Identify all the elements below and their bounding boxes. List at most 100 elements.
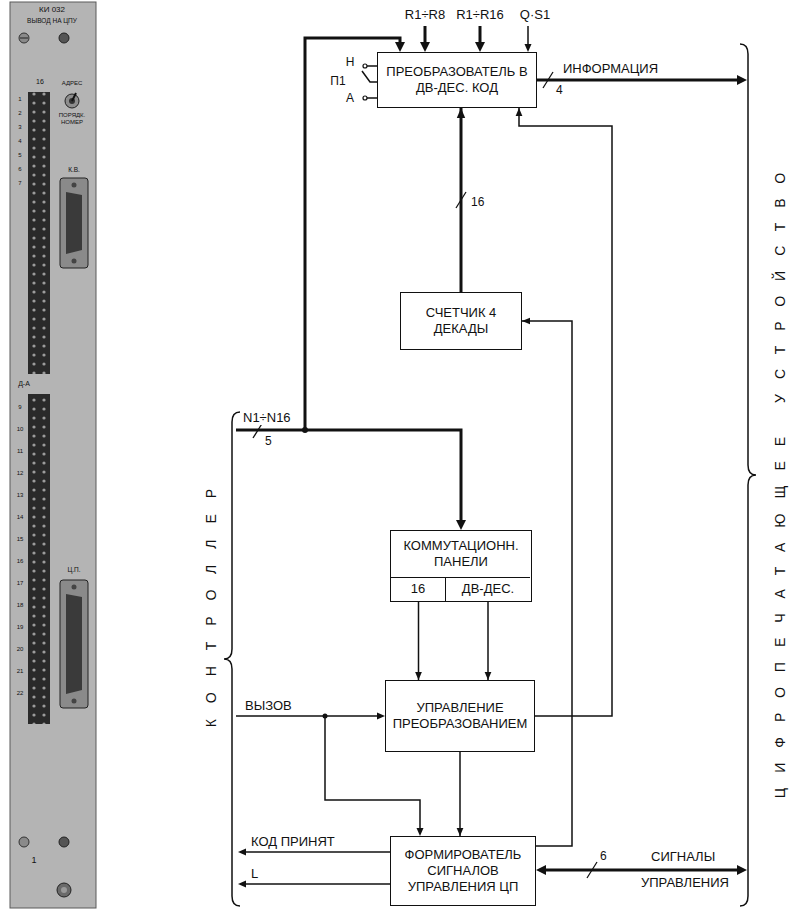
arrowhead <box>536 865 546 875</box>
box-text: КОММУТАЦИОНН. ПАНЕЛИ <box>396 538 526 571</box>
switch-contact <box>363 64 367 68</box>
pin-connector <box>28 92 50 374</box>
bracket-label: КОНТРОЛЛЕР <box>204 472 219 728</box>
d-sub-screw <box>72 699 77 704</box>
data-bus <box>456 108 466 292</box>
bus-width: 16 <box>470 196 485 209</box>
junction-dot <box>302 427 308 433</box>
panel-marking: КИ 032 <box>39 6 65 15</box>
pin-number: 19 <box>17 624 24 631</box>
pin-number: 12 <box>17 470 24 477</box>
bus-width: 5 <box>264 435 273 448</box>
panel-marking: АДРЕС <box>62 80 83 87</box>
panel-plate <box>10 2 96 908</box>
arrowhead <box>522 318 530 325</box>
signal-name: N1÷N16 <box>242 411 292 425</box>
signal-name: КОД ПРИНЯТ <box>250 835 336 849</box>
pin-number: 14 <box>17 514 24 521</box>
connector-pins <box>28 394 50 724</box>
arrowhead <box>456 520 466 530</box>
toggle-lever <box>72 93 76 101</box>
pin-number: 4 <box>18 138 21 145</box>
panel-screw <box>19 837 29 847</box>
box-text: СЧЕТЧИК 4 ДЕКАДЫ <box>406 305 516 338</box>
arrowhead <box>377 713 385 720</box>
pin-number: 7 <box>18 180 21 187</box>
pin-number: 5 <box>18 152 21 159</box>
d-sub-screw <box>72 259 77 264</box>
pin-number: 13 <box>17 492 24 499</box>
pin-number: 21 <box>17 668 24 675</box>
call-wire <box>236 715 378 717</box>
signal-name: ИНФОРМАЦИЯ <box>562 62 659 76</box>
pin-connector <box>28 394 50 724</box>
pin-number: 11 <box>17 448 23 455</box>
d-sub-screw <box>72 585 77 590</box>
d-sub-shell <box>66 594 82 694</box>
arrowhead <box>415 672 422 680</box>
panel-marking: ПОРЯДК. НОМЕР <box>53 112 91 125</box>
panel-screw <box>19 33 29 43</box>
box-text: ПРЕОБРАЗОВАТЕЛЬ В ДВ-ДЕС. КОД <box>383 64 531 97</box>
knob-center <box>61 887 67 893</box>
wiring <box>224 26 756 906</box>
pin-number: 3 <box>18 124 21 131</box>
d-sub-connector <box>60 178 88 268</box>
bus-slash <box>456 192 466 208</box>
pin-number: 20 <box>17 646 24 653</box>
control-bus <box>544 869 739 872</box>
arrowhead <box>737 75 747 85</box>
signal-name: СИГНАЛЫ <box>650 850 716 864</box>
bracket <box>224 412 240 906</box>
arrowhead <box>525 44 532 52</box>
signal-name: R1÷R16 <box>455 8 505 22</box>
arrowhead <box>457 108 465 118</box>
box-text: ДВ-ДЕС. <box>462 581 514 597</box>
switch-position: Н <box>345 56 356 69</box>
toggle-switch <box>65 94 79 108</box>
arrowhead <box>238 849 246 856</box>
pin-number: 17 <box>17 580 24 587</box>
bus-width: 4 <box>555 84 564 97</box>
connector-pins <box>28 92 50 374</box>
address-bus <box>236 38 400 430</box>
panel-marking: Ц.П. <box>67 566 80 573</box>
box-text: УПРАВЛЕНИЕ ПРЕОБРАЗОВАНИЕМ <box>391 700 529 733</box>
junction-dot <box>323 714 328 719</box>
signal-name: УПРАВЛЕНИЯ <box>640 876 730 890</box>
panel-marking: К.В. <box>68 166 80 173</box>
pin-number: 16 <box>17 558 24 565</box>
signal-name: Q·S1 <box>519 8 551 22</box>
arrowhead <box>417 828 424 836</box>
d-sub-shell <box>66 192 82 254</box>
l-wire <box>245 883 392 885</box>
box-text: 16 <box>411 581 425 597</box>
input-wire <box>527 26 529 46</box>
arrowhead <box>420 42 430 52</box>
ack-wire <box>245 851 392 853</box>
pin-number: 6 <box>18 166 21 173</box>
pin-number: 2 <box>18 110 21 117</box>
panel-marking: Д-А <box>18 380 30 388</box>
input-bus <box>424 26 427 44</box>
connector-line <box>418 601 420 680</box>
pin-number: 9 <box>18 404 21 411</box>
d-sub-connector <box>60 580 88 708</box>
bus-slash <box>587 862 597 878</box>
arrowhead <box>737 865 747 875</box>
connector-line <box>487 601 489 680</box>
panel-screw <box>59 837 69 847</box>
pin-number: 10 <box>17 426 24 433</box>
panel-marking: 1 <box>31 856 36 866</box>
switch-contact <box>363 96 367 100</box>
wire-arrowheads <box>238 42 747 888</box>
panel-cell: 16 <box>391 577 446 601</box>
signal-name: R1÷R8 <box>404 8 446 22</box>
pin-number: 22 <box>17 690 24 697</box>
connector-line <box>459 752 461 836</box>
arrowhead <box>485 672 492 680</box>
pin-number: 15 <box>17 536 24 543</box>
arrowhead <box>475 42 485 52</box>
arrowhead <box>516 108 523 116</box>
